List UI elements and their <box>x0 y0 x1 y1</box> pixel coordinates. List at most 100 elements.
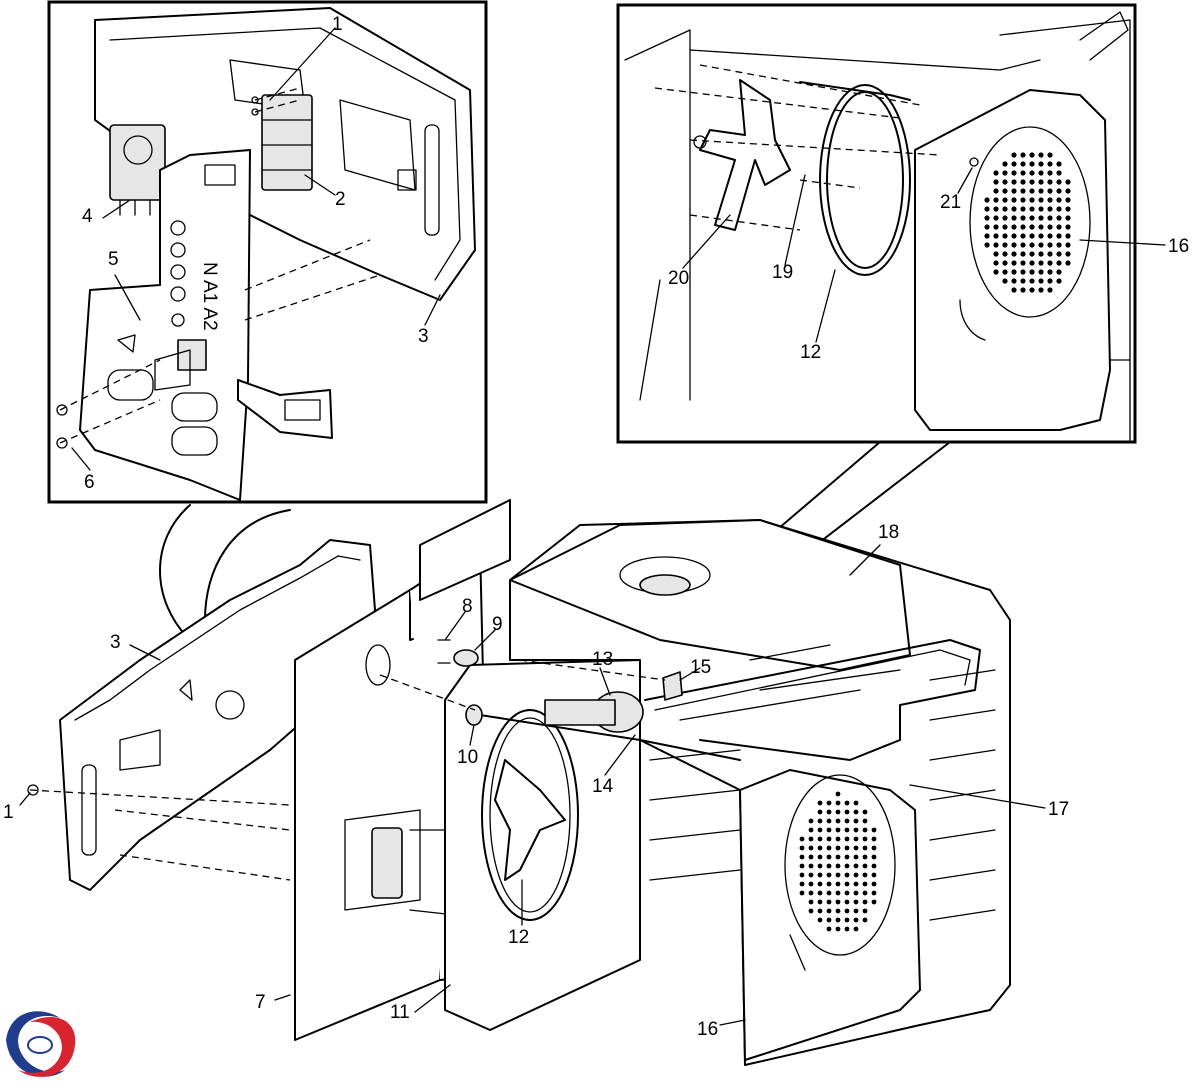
callout-17: 17 <box>1048 799 1069 820</box>
grille-hole <box>844 800 850 806</box>
grille-hole <box>826 899 832 905</box>
grille-hole <box>1056 233 1062 239</box>
grille-hole <box>835 863 841 869</box>
callout-12: 12 <box>800 342 821 363</box>
grille-hole <box>835 872 841 878</box>
callout-19: 19 <box>772 262 793 283</box>
grille-hole <box>1020 197 1026 203</box>
callout-13: 13 <box>592 649 613 670</box>
grille-hole <box>1038 215 1044 221</box>
grille-hole <box>1011 251 1017 257</box>
grille-hole <box>826 926 832 932</box>
grille-hole <box>862 845 868 851</box>
grille-hole <box>1038 251 1044 257</box>
grille-hole <box>817 845 823 851</box>
grille-hole <box>1020 251 1026 257</box>
grille-hole <box>1038 224 1044 230</box>
grille-hole <box>1020 152 1026 158</box>
callout-16: 16 <box>1168 236 1189 257</box>
grille-hole <box>799 863 805 869</box>
thermostat-part <box>109 124 166 216</box>
grille-hole <box>1029 224 1035 230</box>
grille-hole <box>984 224 990 230</box>
grille-hole <box>1047 260 1053 266</box>
grille-hole <box>1038 206 1044 212</box>
grille-hole <box>993 197 999 203</box>
grille-hole <box>844 854 850 860</box>
grille-hole <box>1020 224 1026 230</box>
grille-hole <box>799 890 805 896</box>
grille-hole <box>1002 179 1008 185</box>
grille-hole <box>826 800 832 806</box>
callout-12: 12 <box>508 927 529 948</box>
grille-hole <box>1029 242 1035 248</box>
grille-hole <box>1038 278 1044 284</box>
grille-hole <box>844 899 850 905</box>
grille-hole <box>862 827 868 833</box>
grille-hole <box>1047 233 1053 239</box>
grille-hole <box>993 170 999 176</box>
callout-8: 8 <box>462 596 473 617</box>
grille-hole <box>1011 278 1017 284</box>
grille-hole <box>817 881 823 887</box>
ring-element-part <box>799 81 911 276</box>
grille-hole <box>1038 179 1044 185</box>
grille-hole <box>844 836 850 842</box>
grille-hole <box>844 890 850 896</box>
grille-hole <box>826 845 832 851</box>
grille-hole <box>817 917 823 923</box>
grille-hole <box>799 854 805 860</box>
grille-hole <box>808 881 814 887</box>
grille-hole <box>1065 179 1071 185</box>
grille-hole <box>1011 269 1017 275</box>
grille-hole <box>1020 188 1026 194</box>
grille-hole <box>826 917 832 923</box>
grille-hole <box>1047 269 1053 275</box>
grille-hole <box>871 845 877 851</box>
terminal-block-part <box>261 94 313 191</box>
grille-hole <box>993 224 999 230</box>
grille-hole <box>1029 287 1035 293</box>
grille-hole <box>817 827 823 833</box>
grille-hole <box>844 917 850 923</box>
grille-hole <box>1047 215 1053 221</box>
callout-11: 11 <box>390 1002 410 1023</box>
callout-1: 1 <box>332 14 343 35</box>
grille-hole <box>808 854 814 860</box>
detail-magnifier-connector <box>159 504 291 641</box>
grille-hole <box>993 260 999 266</box>
grille-hole <box>1029 188 1035 194</box>
grille-hole <box>826 872 832 878</box>
grille-hole <box>799 872 805 878</box>
grille-hole <box>853 845 859 851</box>
grille-hole <box>993 233 999 239</box>
oven-cavity <box>509 519 1011 1066</box>
grille-hole <box>826 854 832 860</box>
grille-hole <box>844 872 850 878</box>
callout-labels: 1 2 3 4 5 6 12 16 19 20 21 1 3 7 8 9 10 … <box>3 14 1189 1040</box>
grille-hole <box>853 836 859 842</box>
grille-hole <box>871 899 877 905</box>
grille-hole <box>993 188 999 194</box>
grille-hole <box>835 791 841 797</box>
grille-hole <box>1038 233 1044 239</box>
grille-hole <box>1065 206 1071 212</box>
grille-hole <box>808 836 814 842</box>
grille-hole <box>1020 242 1026 248</box>
grille-hole <box>826 827 832 833</box>
grille-hole <box>1020 269 1026 275</box>
grille-hole <box>808 890 814 896</box>
grille-hole <box>1056 251 1062 257</box>
grille-hole <box>862 836 868 842</box>
grille-hole <box>1065 251 1071 257</box>
grille-hole <box>835 836 841 842</box>
grille-hole <box>1047 152 1053 158</box>
grille-hole <box>799 845 805 851</box>
grille-hole <box>844 845 850 851</box>
grille-hole <box>826 863 832 869</box>
grille-hole <box>853 827 859 833</box>
grille-hole <box>835 818 841 824</box>
grille-hole <box>1029 206 1035 212</box>
grille-hole <box>1047 251 1053 257</box>
grille-hole <box>853 863 859 869</box>
